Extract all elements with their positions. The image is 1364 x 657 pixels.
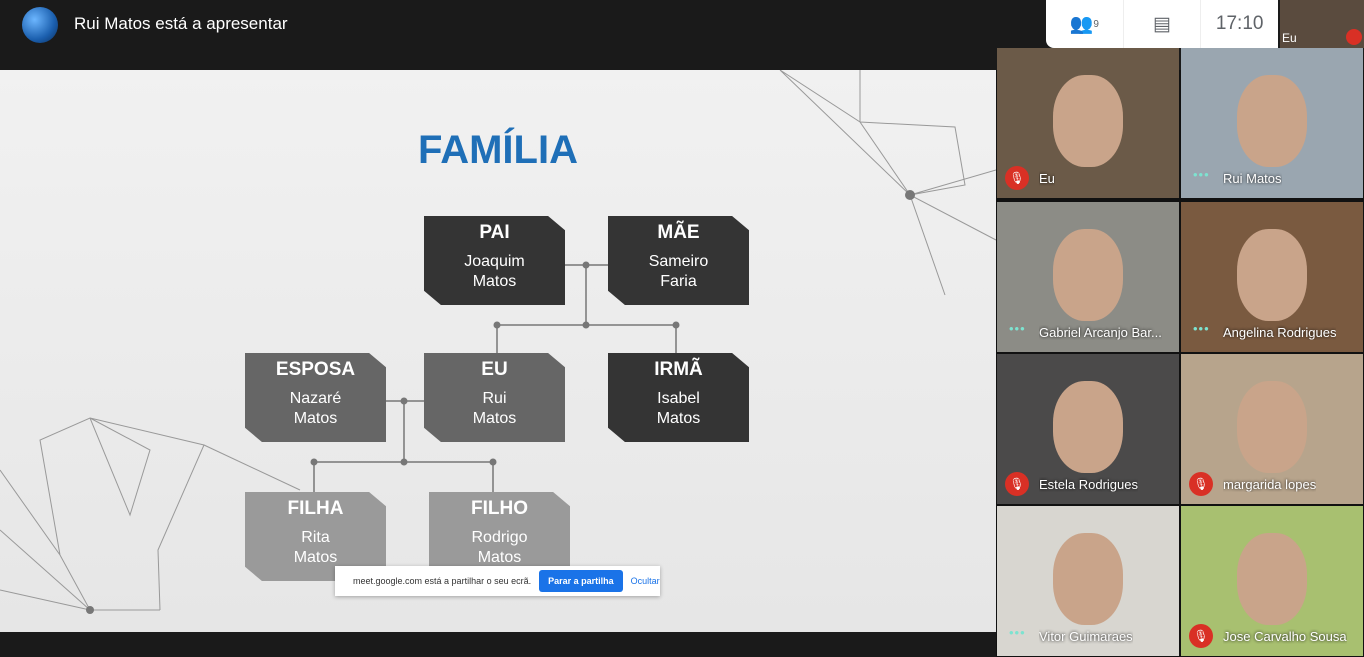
participant-video [1237,533,1307,625]
role: FILHA [287,498,344,519]
role: ESPOSA [275,359,356,380]
self-label: Eu [1282,31,1297,45]
name: Sameiro [648,253,709,270]
bottom-bar [0,632,996,657]
participant-name: Rui Matos [1223,171,1282,186]
speaking-indicator-icon: ••• [1193,321,1210,336]
name: Nazaré [289,390,342,407]
participant-tile[interactable]: 🎙 Eu [997,48,1179,198]
participant-video [1237,229,1307,321]
surname: Matos [293,410,338,427]
participant-video [1053,75,1123,167]
people-icon: 👥 [1069,14,1094,35]
presenter-avatar [22,7,58,43]
mic-off-icon: 🎙 [1189,624,1213,648]
name: Rita [301,529,330,546]
surname: Matos [293,549,338,566]
participant-tile[interactable]: ••• Gabriel Arcanjo Bar... [997,202,1179,352]
mic-off-icon: 🎙 [1005,166,1029,190]
participant-name: margarida lopes [1223,477,1317,492]
mic-off-icon [1346,29,1362,45]
participant-tile[interactable]: ••• Vitor Guimaraes [997,506,1179,656]
surname: Matos [656,410,701,427]
slide-decoration [0,70,996,614]
surname: Matos [472,273,517,290]
participant-name: Estela Rodrigues [1039,477,1138,492]
surname: Faria [660,273,697,290]
chat-icon: ▤ [1153,13,1171,35]
name: Joaquim [464,253,525,270]
role: FILHO [471,498,528,519]
participant-video [1053,533,1123,625]
share-message: meet.google.com está a partilhar o seu e… [353,576,532,586]
mic-off-icon: 🎙 [1005,472,1029,496]
participants-button[interactable]: 👥9 [1046,0,1124,48]
participant-tile[interactable]: 🎙 Estela Rodrigues [997,354,1179,504]
participant-video [1053,381,1123,473]
role: MÃE [657,222,700,243]
speaking-indicator-icon: ••• [1009,625,1026,640]
meeting-controls: 👥9 ▤ 17:10 [1046,0,1278,48]
participant-video [1237,381,1307,473]
speaking-indicator-icon: ••• [1193,167,1210,182]
stop-sharing-button[interactable]: Parar a partilha [539,570,623,592]
slide-title: FAMÍLIA [418,128,578,172]
name: Rodrigo [471,529,528,546]
name: Rui [482,390,507,407]
surname: Matos [472,410,517,427]
speaking-indicator-icon: ••• [1009,321,1026,336]
presenter-label: Rui Matos está a apresentar [74,14,288,33]
participant-video [1237,75,1307,167]
name: Isabel [657,390,700,407]
participant-tile[interactable]: ••• Rui Matos [1181,48,1363,198]
screen-share-bar: meet.google.com está a partilhar o seu e… [335,566,660,596]
participant-name: Eu [1039,171,1055,186]
surname: Matos [477,549,522,566]
participant-name: Gabriel Arcanjo Bar... [1039,325,1162,340]
role: EU [481,359,508,380]
self-preview[interactable]: Eu [1280,0,1364,48]
clock: 17:10 [1215,13,1264,34]
participant-name: Angelina Rodrigues [1223,325,1337,340]
role: PAI [479,222,510,243]
role: IRMÃ [654,359,703,380]
participants-count: 9 [1093,18,1099,30]
participant-tile[interactable]: ••• Angelina Rodrigues [1181,202,1363,352]
participant-tile[interactable]: 🎙 Jose Carvalho Sousa [1181,506,1363,656]
chat-button[interactable]: ▤ [1124,0,1202,48]
participant-tile[interactable]: 🎙 margarida lopes [1181,354,1363,504]
hide-button[interactable]: Ocultar [630,576,660,586]
participant-video [1053,229,1123,321]
mic-off-icon: 🎙 [1189,472,1213,496]
participant-name: Jose Carvalho Sousa [1223,629,1347,644]
participant-name: Vitor Guimaraes [1039,629,1133,644]
